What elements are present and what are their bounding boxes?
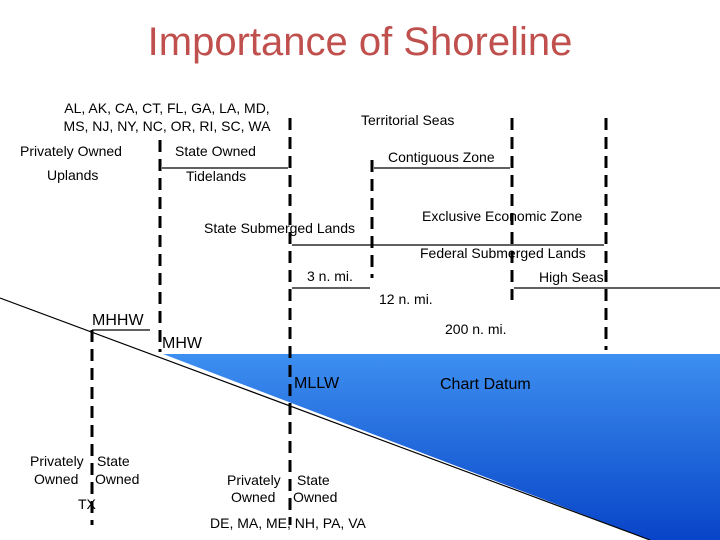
bottom-owned-left-label: Owned bbox=[231, 489, 276, 505]
mhw-label: MHW bbox=[162, 335, 202, 352]
twelve-nmi-label: 12 n. mi. bbox=[379, 291, 433, 307]
tx-state-name: TX bbox=[78, 496, 96, 512]
bottom-privately-label: Privately bbox=[227, 472, 281, 488]
states-top-line1: AL, AK, CA, CT, FL, GA, LA, MD, bbox=[64, 100, 270, 116]
tx-privately-label: Privately bbox=[30, 453, 84, 469]
chart-datum-label: Chart Datum bbox=[440, 376, 531, 393]
tx-owned-right-label: Owned bbox=[95, 471, 140, 487]
boundary-lines bbox=[90, 118, 608, 525]
tx-state-label: State bbox=[97, 453, 130, 469]
tidelands-label: Tidelands bbox=[186, 168, 247, 184]
territorial-seas-label: Territorial Seas bbox=[361, 112, 455, 128]
three-nmi-label: 3 n. mi. bbox=[307, 268, 353, 284]
eez-label: Exclusive Economic Zone bbox=[422, 208, 583, 224]
shoreline-slope bbox=[0, 297, 651, 540]
bottom-state-label: State bbox=[297, 472, 330, 488]
high-seas-label: High Seas bbox=[539, 269, 604, 285]
federal-submerged-lands-label: Federal Submerged Lands bbox=[420, 245, 586, 261]
mhhw-label: MHHW bbox=[92, 312, 144, 329]
zone-lines bbox=[92, 167, 720, 331]
tx-owned-left-label: Owned bbox=[34, 471, 79, 487]
contiguous-zone-label: Contiguous Zone bbox=[388, 149, 495, 165]
state-owned-label: State Owned bbox=[175, 143, 256, 159]
states-top-line2: MS, NJ, NY, NC, OR, RI, SC, WA bbox=[63, 118, 271, 134]
uplands-label: Uplands bbox=[47, 167, 99, 183]
mllw-label: MLLW bbox=[294, 375, 340, 392]
water-area bbox=[163, 354, 720, 540]
bottom-states-label: DE, MA, ME, NH, PA, VA bbox=[210, 515, 366, 531]
bottom-owned-right-label: Owned bbox=[293, 489, 338, 505]
two-hundred-nmi-label: 200 n. mi. bbox=[445, 321, 507, 337]
privately-owned-label: Privately Owned bbox=[20, 143, 122, 159]
state-submerged-lands-label: State Submerged Lands bbox=[204, 220, 355, 236]
page-title: Importance of Shoreline bbox=[147, 20, 573, 64]
